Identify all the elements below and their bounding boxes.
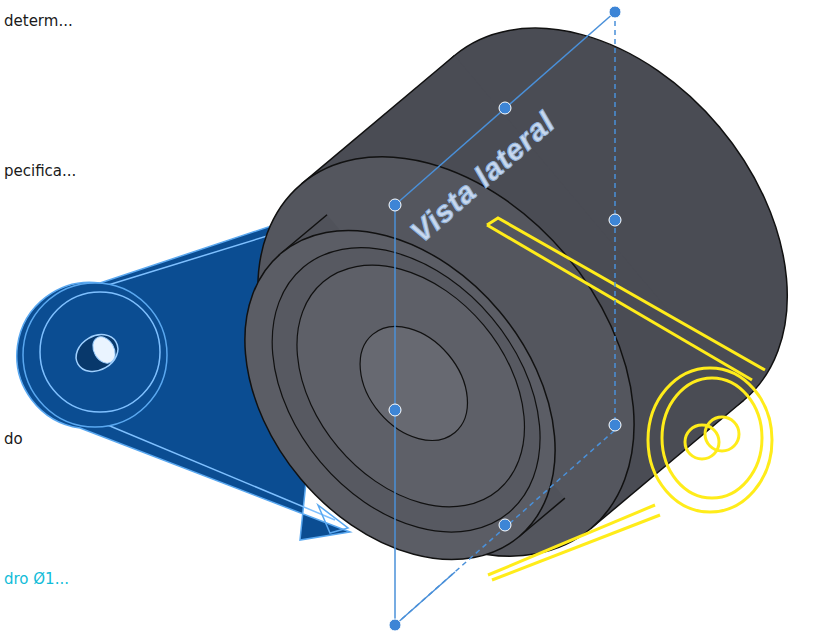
reference-plane [395,12,615,625]
tree-item-label: dro Ø1... [4,570,69,588]
cylinder-body [156,0,820,634]
blue-pulley [23,283,348,533]
tree-item-label: determ... [4,12,73,30]
tree-item-label: do [4,430,23,448]
plane-handles [389,6,621,631]
yellow-belt [487,218,772,580]
tree-item-label: pecifica... [4,162,76,180]
